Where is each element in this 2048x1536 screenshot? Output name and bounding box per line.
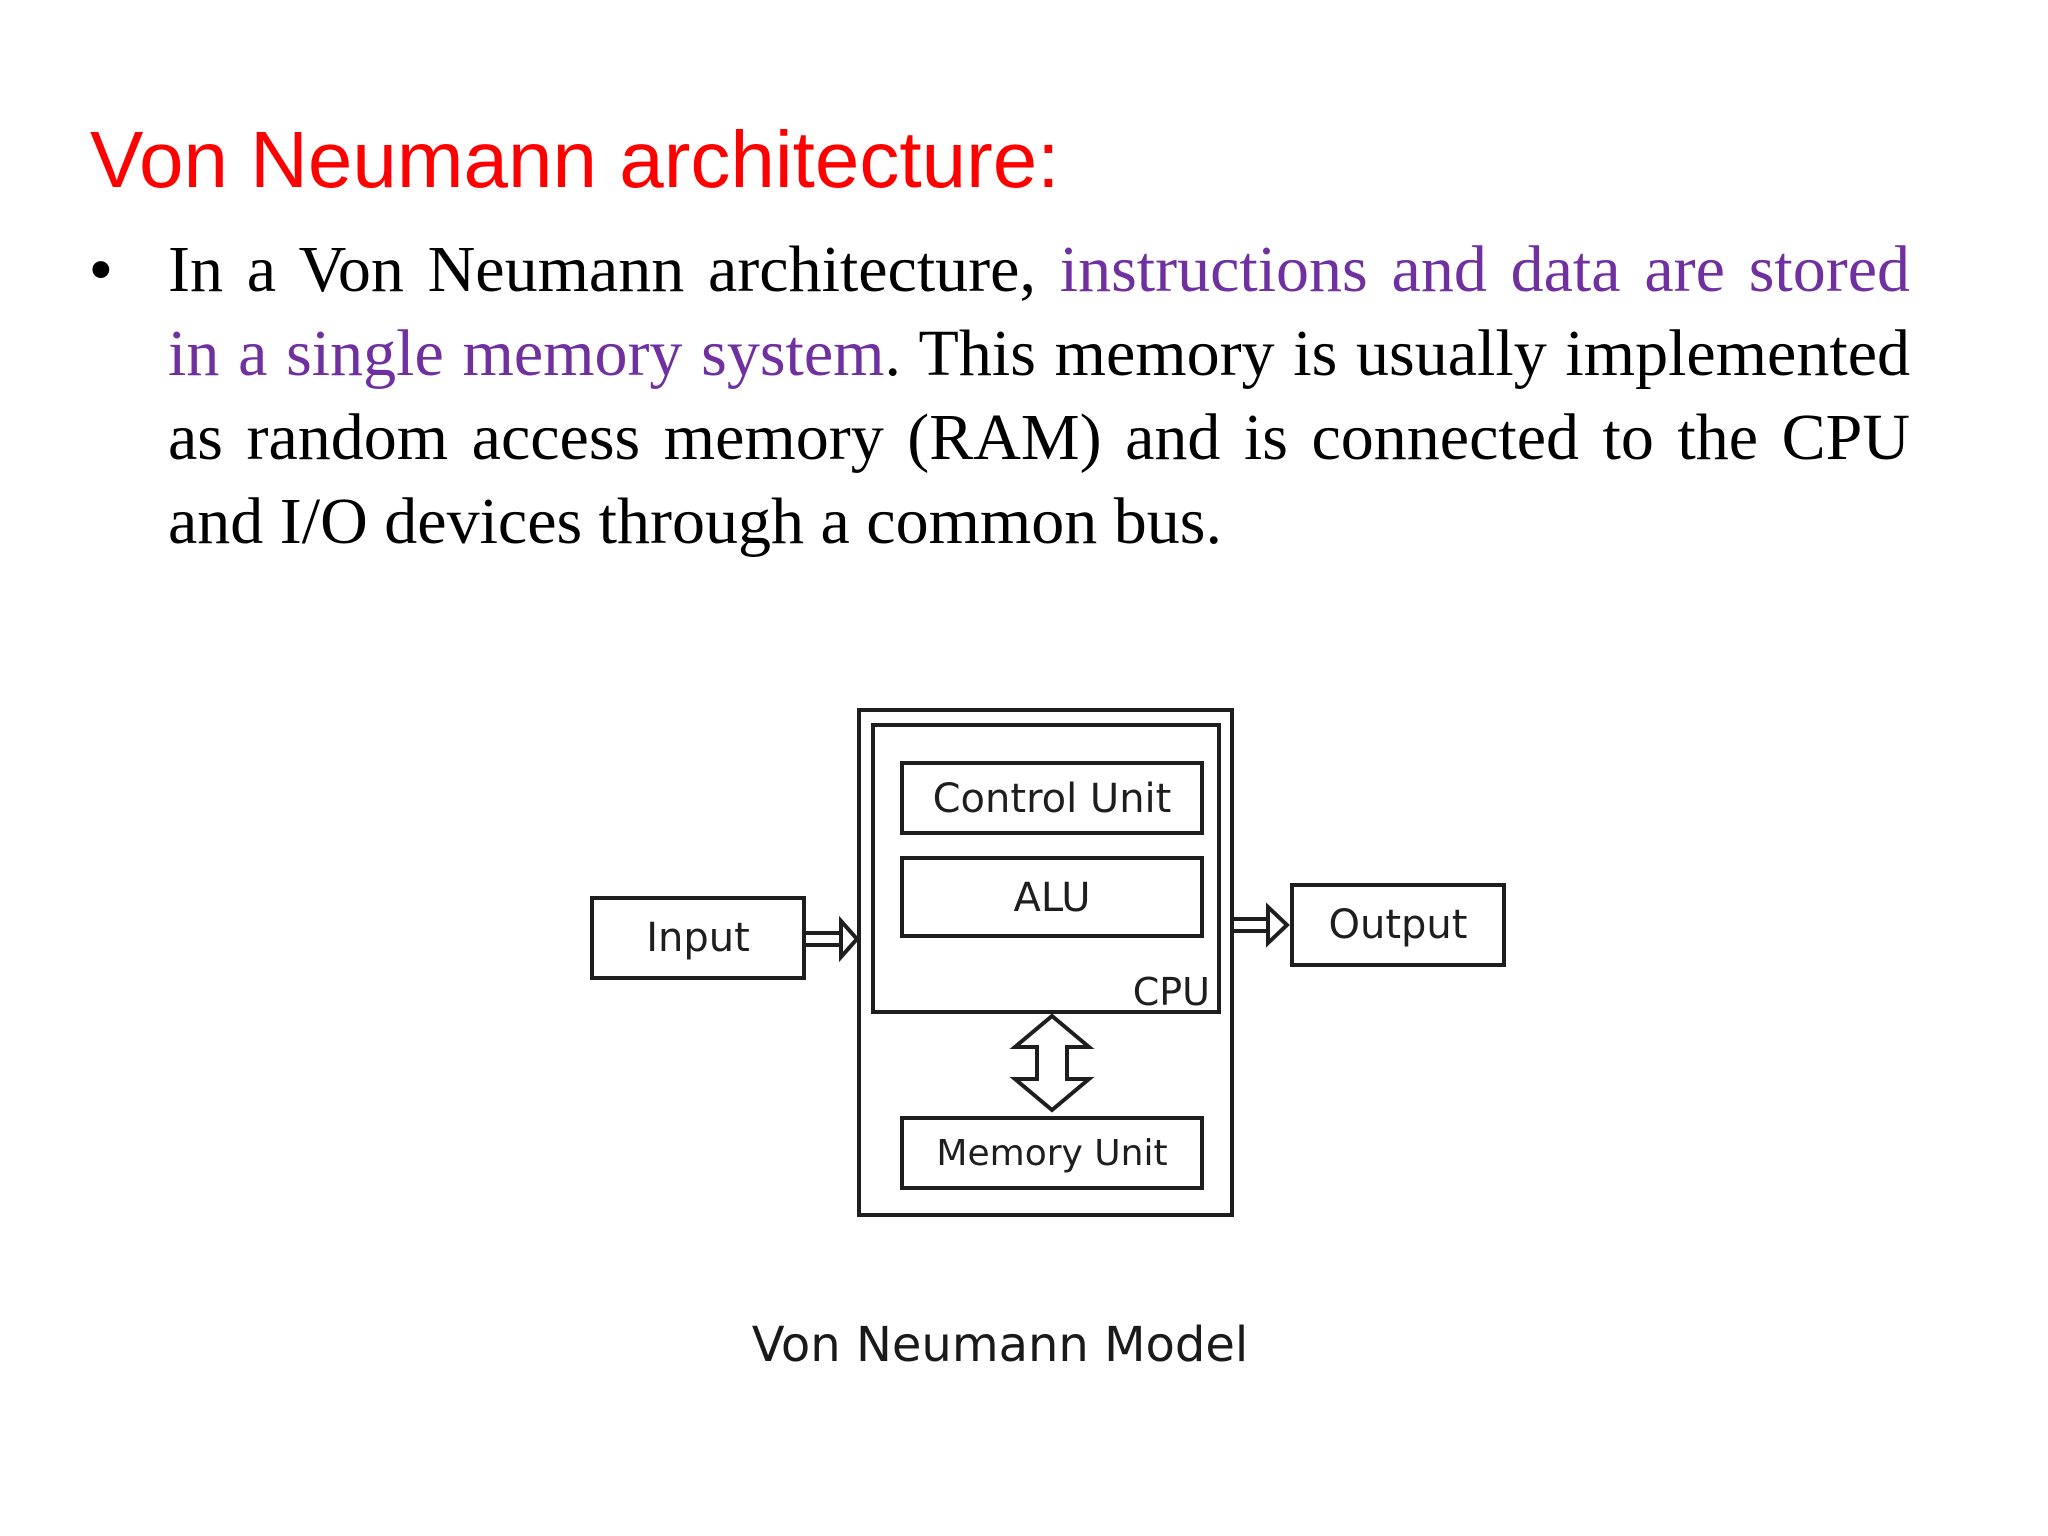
von-neumann-diagram: Control Unit ALU CPU Input Output Memory… xyxy=(590,708,1506,1217)
output-box: Output xyxy=(1290,883,1506,967)
control-unit-label: Control Unit xyxy=(933,776,1172,822)
input-to-cpu-arrow-icon xyxy=(806,915,860,963)
memory-unit-label: Memory Unit xyxy=(936,1133,1167,1174)
bullet-text: In a Von Neumann architecture, instructi… xyxy=(168,228,1910,564)
diagram-caption: Von Neumann Model xyxy=(751,1317,1249,1373)
bullet-text-part-2: . This memory is usually implemented as … xyxy=(168,317,1910,558)
cpu-label: CPU xyxy=(1133,970,1210,1014)
cpu-to-output-arrow-icon xyxy=(1234,902,1290,948)
alu-box: ALU xyxy=(900,856,1204,938)
bullet-icon: • xyxy=(90,235,112,304)
bullet-text-highlight: instructions and data are stored in a si… xyxy=(168,233,1910,390)
memory-unit-box: Memory Unit xyxy=(900,1116,1204,1190)
alu-label: ALU xyxy=(1014,875,1091,921)
bullet-text-part-1: In a Von Neumann architecture, xyxy=(168,233,1060,306)
output-label: Output xyxy=(1329,902,1468,948)
slide-title: Von Neumann architecture: xyxy=(90,115,1060,204)
input-box: Input xyxy=(590,896,806,980)
cpu-memory-double-arrow-icon xyxy=(1009,1013,1095,1113)
control-unit-box: Control Unit xyxy=(900,761,1204,835)
input-label: Input xyxy=(646,915,750,961)
